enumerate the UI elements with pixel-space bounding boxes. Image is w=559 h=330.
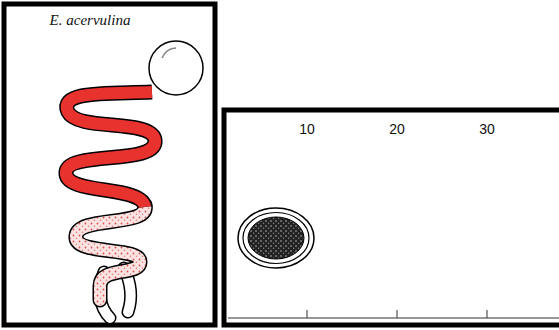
panel-frame <box>4 4 215 325</box>
intestinal-tract <box>66 41 203 318</box>
scale-number: 10 <box>299 122 315 137</box>
species-label: E. acervulina <box>50 12 131 29</box>
oocyst <box>238 208 314 268</box>
micrometer-scale <box>228 310 559 318</box>
scale-number: 20 <box>389 122 405 137</box>
panel-frame <box>224 110 559 325</box>
scale-number: 30 <box>479 122 495 137</box>
